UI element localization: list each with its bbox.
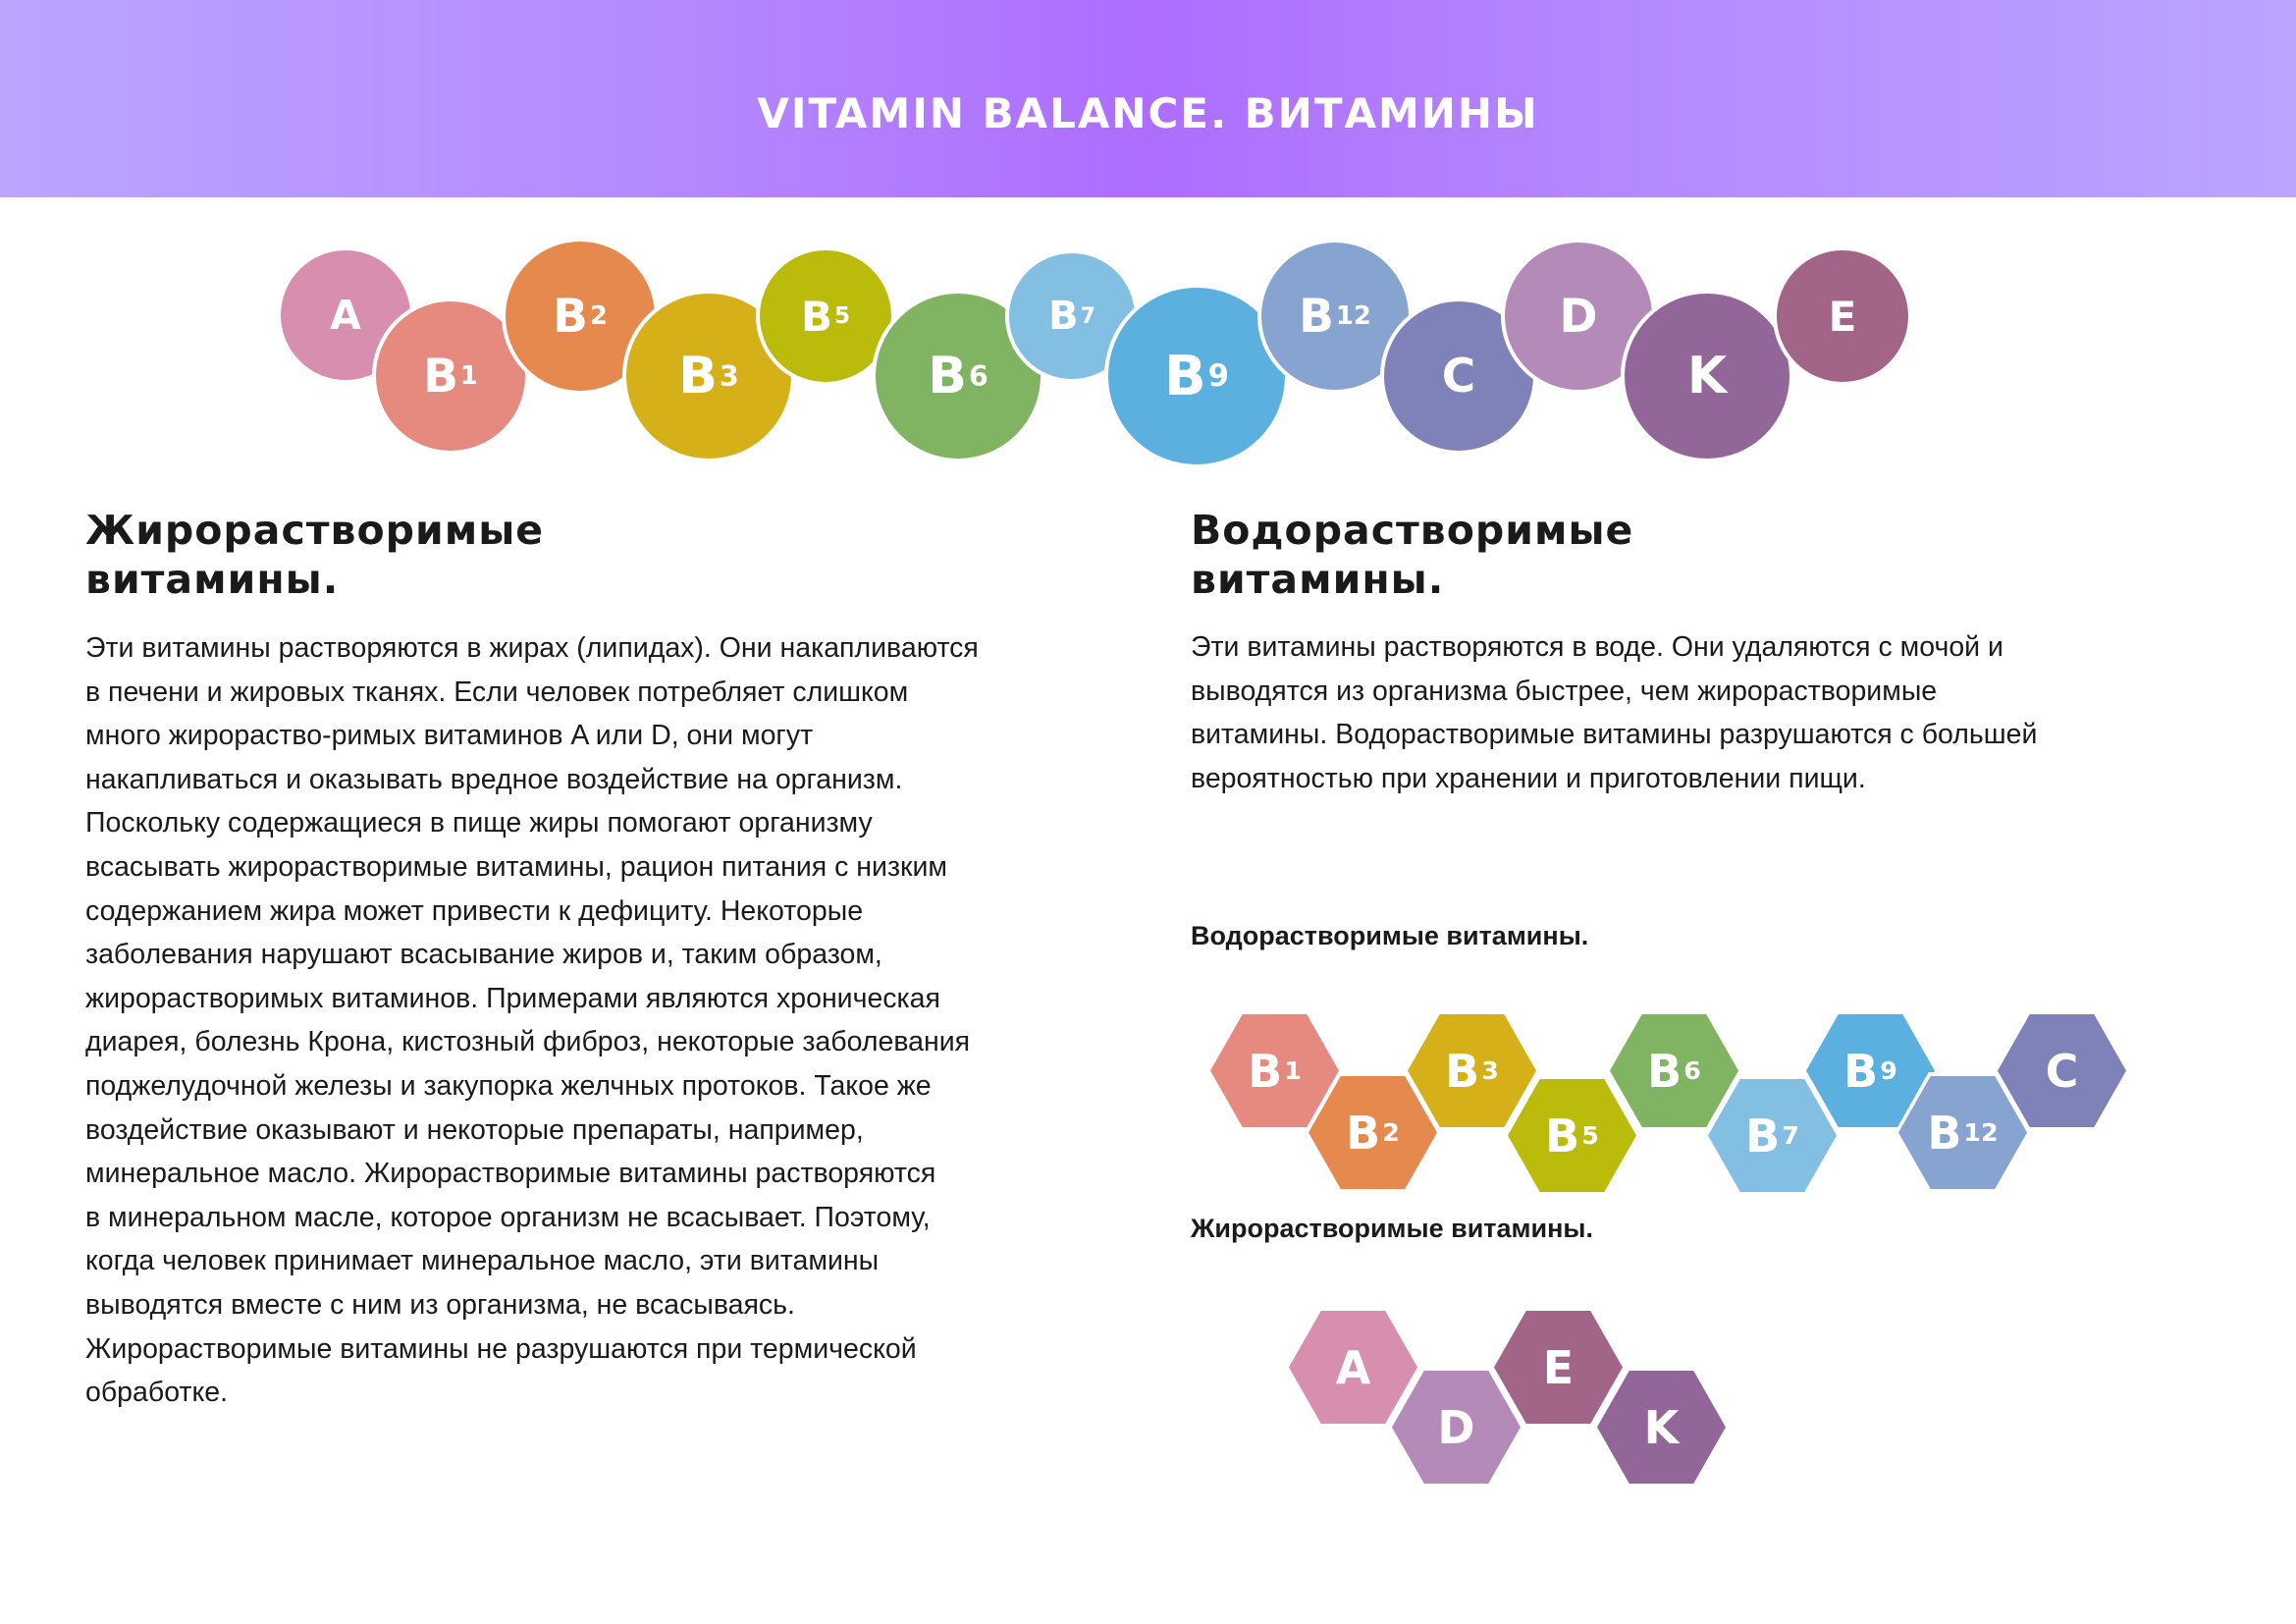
text-line: диарея, болезнь Крона, кистозный фиброз,… xyxy=(85,1026,971,1058)
vitamin-letter: B xyxy=(1048,294,1079,339)
text-line: когда человек принимает минеральное масл… xyxy=(85,1245,880,1277)
vitamin-hexagon: C xyxy=(1994,1010,2130,1131)
vitamin-letter: B xyxy=(1745,1109,1781,1163)
vitamin-letter: B xyxy=(1346,1106,1381,1160)
text-line: всасывать жирорастворимые витамины, раци… xyxy=(85,850,947,883)
vitamin-letter: B xyxy=(423,349,458,404)
text-line: витамины. Водорастворимые витамины разру… xyxy=(1191,719,2038,751)
vitamin-circle: A xyxy=(277,246,414,384)
text-line: обработке. xyxy=(85,1377,229,1409)
hexagon-fill: C xyxy=(1998,1014,2126,1127)
vitamin-letter: B xyxy=(1647,1044,1682,1098)
vitamin-number: 5 xyxy=(1581,1121,1599,1150)
text-line: Поскольку содержащиеся в пище жиры помог… xyxy=(85,807,873,839)
vitamin-letter: B xyxy=(1248,1044,1283,1098)
text-line: жирорастворимых витаминов. Примерами явл… xyxy=(85,982,940,1014)
text-line: Эти витамины растворяются в воде. Они уд… xyxy=(1191,631,2003,663)
vitamin-letter: K xyxy=(1686,347,1728,406)
fat-soluble-heading: Жирорастворимые витамины. xyxy=(85,506,544,604)
vitamin-letter: D xyxy=(1437,1400,1475,1454)
page-title: VITAMIN BALANCE. ВИТАМИНЫ xyxy=(757,89,1539,137)
water-group-title: Водорастворимые витамины. xyxy=(1191,921,1589,950)
vitamin-number: 12 xyxy=(1335,301,1371,331)
hexagon-fill: K xyxy=(1597,1371,1726,1484)
vitamin-number: 9 xyxy=(1207,358,1230,394)
vitamin-letter: A xyxy=(330,292,361,339)
vitamin-letter: B xyxy=(1445,1044,1480,1098)
vitamin-number: 7 xyxy=(1782,1121,1799,1150)
vitamin-number: 7 xyxy=(1080,303,1095,329)
heading-line: Жирорастворимые xyxy=(85,507,545,554)
vitamin-number: 1 xyxy=(459,361,478,391)
vitamin-circle: K xyxy=(1621,290,1793,462)
vitamin-letter: B xyxy=(928,347,967,406)
vitamin-letter: C xyxy=(1441,349,1476,404)
text-line: выводятся из организма быстрее, чем жиро… xyxy=(1191,675,1938,707)
text-line: накапливаться и оказывать вредное воздей… xyxy=(85,763,903,795)
vitamin-letter: B xyxy=(1545,1109,1580,1163)
vitamin-letter: E xyxy=(1542,1340,1575,1394)
header-banner: VITAMIN BALANCE. ВИТАМИНЫ xyxy=(0,0,2296,197)
vitamin-number: 12 xyxy=(1963,1118,1999,1147)
hexagon-fill: A xyxy=(1289,1311,1417,1424)
vitamin-number: 1 xyxy=(1284,1056,1302,1085)
vitamin-letter: D xyxy=(1559,289,1598,344)
text-line: воздействие оказывают и некоторые препар… xyxy=(85,1113,864,1146)
vitamin-letter: B xyxy=(1843,1044,1879,1098)
text-line: выводятся вместе с ним из организма, не … xyxy=(85,1288,795,1321)
text-line: минеральное масло. Жирорастворимые витам… xyxy=(85,1158,936,1190)
text-line: много жирораство-римых витаминов A или D… xyxy=(85,720,814,752)
fat-group-title: Жирорастворимые витамины. xyxy=(1191,1214,1593,1243)
text-line: Жирорастворимые витамины не разрушаются … xyxy=(85,1332,917,1365)
hexagon-fill: E xyxy=(1494,1311,1623,1424)
text-line: вероятностью при хранении и приготовлени… xyxy=(1191,762,1866,794)
vitamin-number: 2 xyxy=(589,301,608,331)
heading-line: Водорастворимые xyxy=(1191,507,1634,554)
vitamin-letter: B xyxy=(678,347,718,406)
water-soluble-description: Эти витамины растворяются в воде. Они уд… xyxy=(1191,625,2037,800)
vitamin-letter: B xyxy=(1927,1106,1962,1160)
vitamin-letter: B xyxy=(1163,344,1206,408)
text-line: поджелудочной железы и закупорка желчных… xyxy=(85,1069,932,1102)
vitamin-letter: C xyxy=(2045,1044,2079,1098)
heading-line: витамины. xyxy=(85,556,340,603)
text-line: содержанием жира может привести к дефици… xyxy=(85,894,864,927)
water-soluble-heading: Водорастворимые витамины. xyxy=(1191,506,1633,604)
vitamin-letter: E xyxy=(1828,292,1857,341)
vitamin-letter: K xyxy=(1643,1400,1680,1454)
vitamin-number: 5 xyxy=(833,303,851,329)
vitamin-circle: E xyxy=(1773,246,1912,386)
vitamin-number: 6 xyxy=(1683,1056,1701,1085)
text-line: в печени и жировых тканях. Если человек … xyxy=(85,676,909,708)
vitamin-letter: A xyxy=(1335,1340,1371,1394)
vitamin-number: 9 xyxy=(1880,1056,1897,1085)
heading-line: витамины. xyxy=(1191,556,1445,603)
hexagon-fill: D xyxy=(1392,1371,1521,1484)
vitamin-number: 3 xyxy=(719,359,739,393)
vitamin-number: 6 xyxy=(968,359,988,393)
text-line: в минеральном масле, которое организм не… xyxy=(85,1201,931,1233)
vitamin-letter: B xyxy=(1299,289,1334,344)
vitamin-number: 3 xyxy=(1481,1056,1499,1085)
fat-soluble-description: Эти витамины растворяются в жирах (липид… xyxy=(85,626,979,1415)
text-line: заболевания нарушают всасывание жиров и,… xyxy=(85,939,882,971)
vitamin-number: 2 xyxy=(1382,1118,1400,1147)
text-line: Эти витамины растворяются в жирах (липид… xyxy=(85,632,979,664)
vitamin-letter: B xyxy=(553,289,588,344)
vitamin-letter: B xyxy=(800,292,832,341)
